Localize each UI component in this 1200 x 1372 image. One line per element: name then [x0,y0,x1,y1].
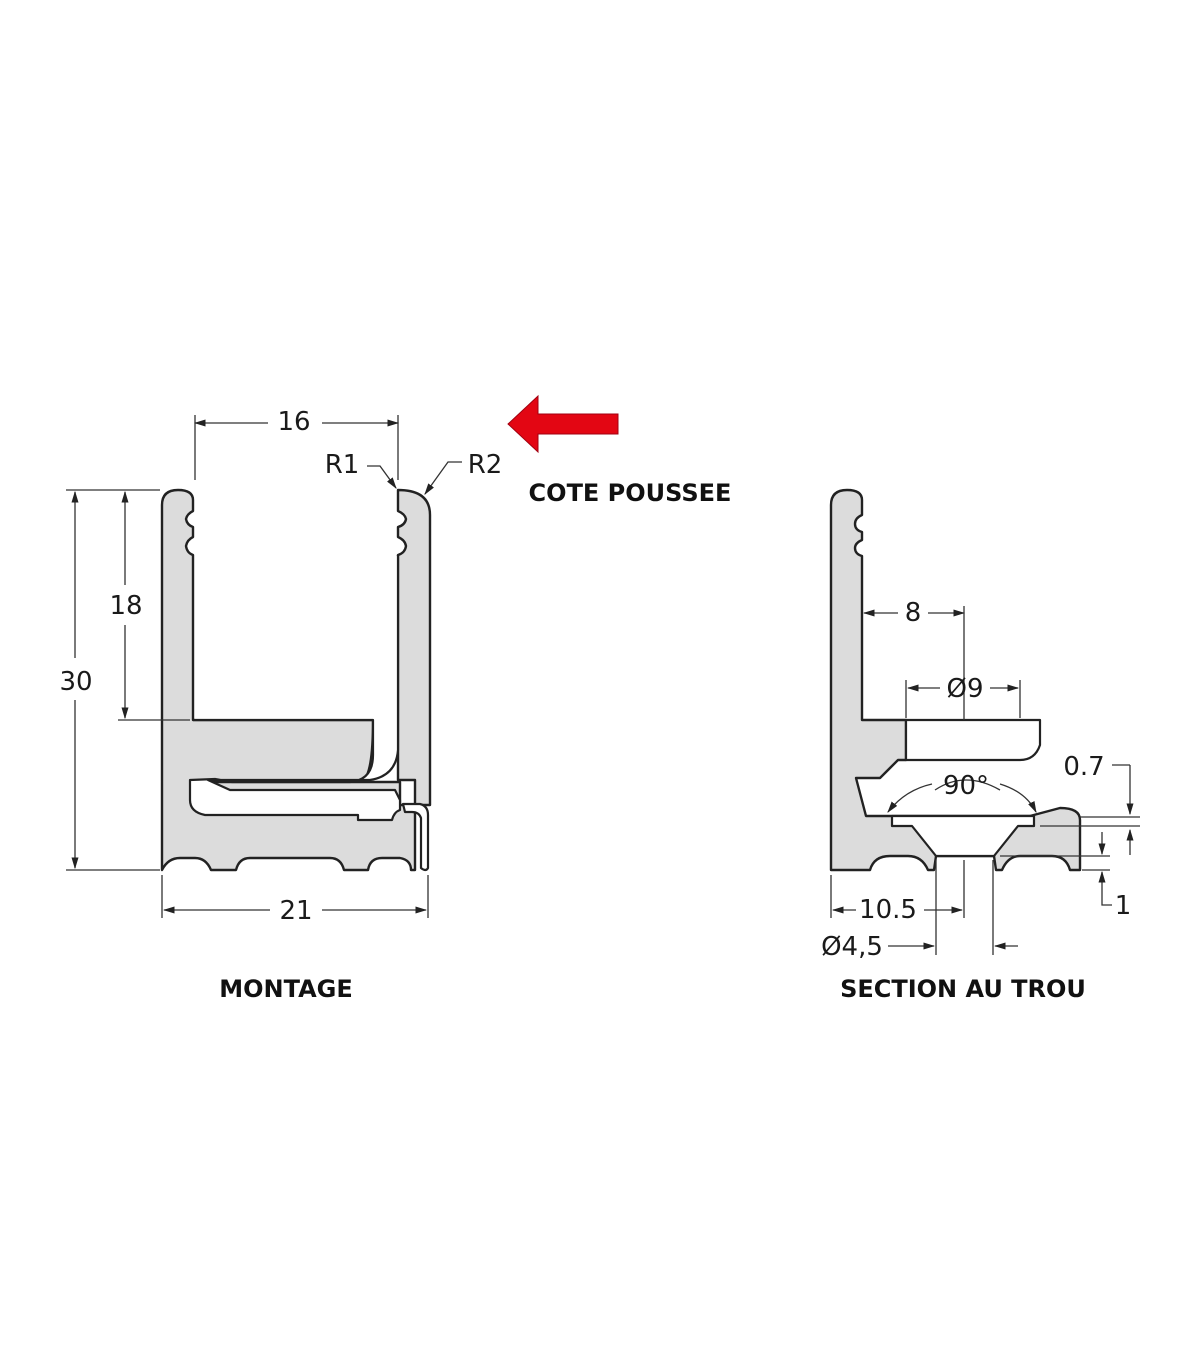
section-view: 8 Ø9 90° 0.7 1 10.5 Ø4,5 SECTION AU TROU [821,488,1140,1003]
dim-offset-105: 10.5 [859,895,917,925]
dim-height-inner: 18 [109,591,142,621]
push-side-label: COTE POUSSEE [529,479,732,507]
montage-right-wall [396,488,432,807]
section-caption: SECTION AU TROU [840,975,1086,1003]
push-side: COTE POUSSEE [507,394,732,507]
dim-radius-1: R1 [325,450,360,480]
dim-dia-45: Ø4,5 [821,932,883,962]
montage-glass-slot [188,555,402,822]
dim-depth-07: 0.7 [1063,752,1104,782]
dim-radius-2: R2 [468,450,503,480]
section-top-slot [904,718,1042,762]
dim-dia-9: Ø9 [946,674,983,704]
dim-thickness-1: 1 [1115,891,1132,921]
montage-profile [160,488,417,872]
dim-width-inner: 16 [277,407,310,437]
dim-height-total: 30 [59,667,92,697]
dim-angle: 90° [943,771,989,801]
section-countersink [890,814,1036,858]
montage-clip [401,802,430,872]
dim-width-total: 21 [279,896,312,926]
dim-offset-8: 8 [905,598,922,628]
left-arrow-icon [507,394,619,454]
montage-view: 16 30 18 21 R1 R2 MONTAGE [59,407,502,1003]
montage-caption: MONTAGE [219,975,353,1003]
